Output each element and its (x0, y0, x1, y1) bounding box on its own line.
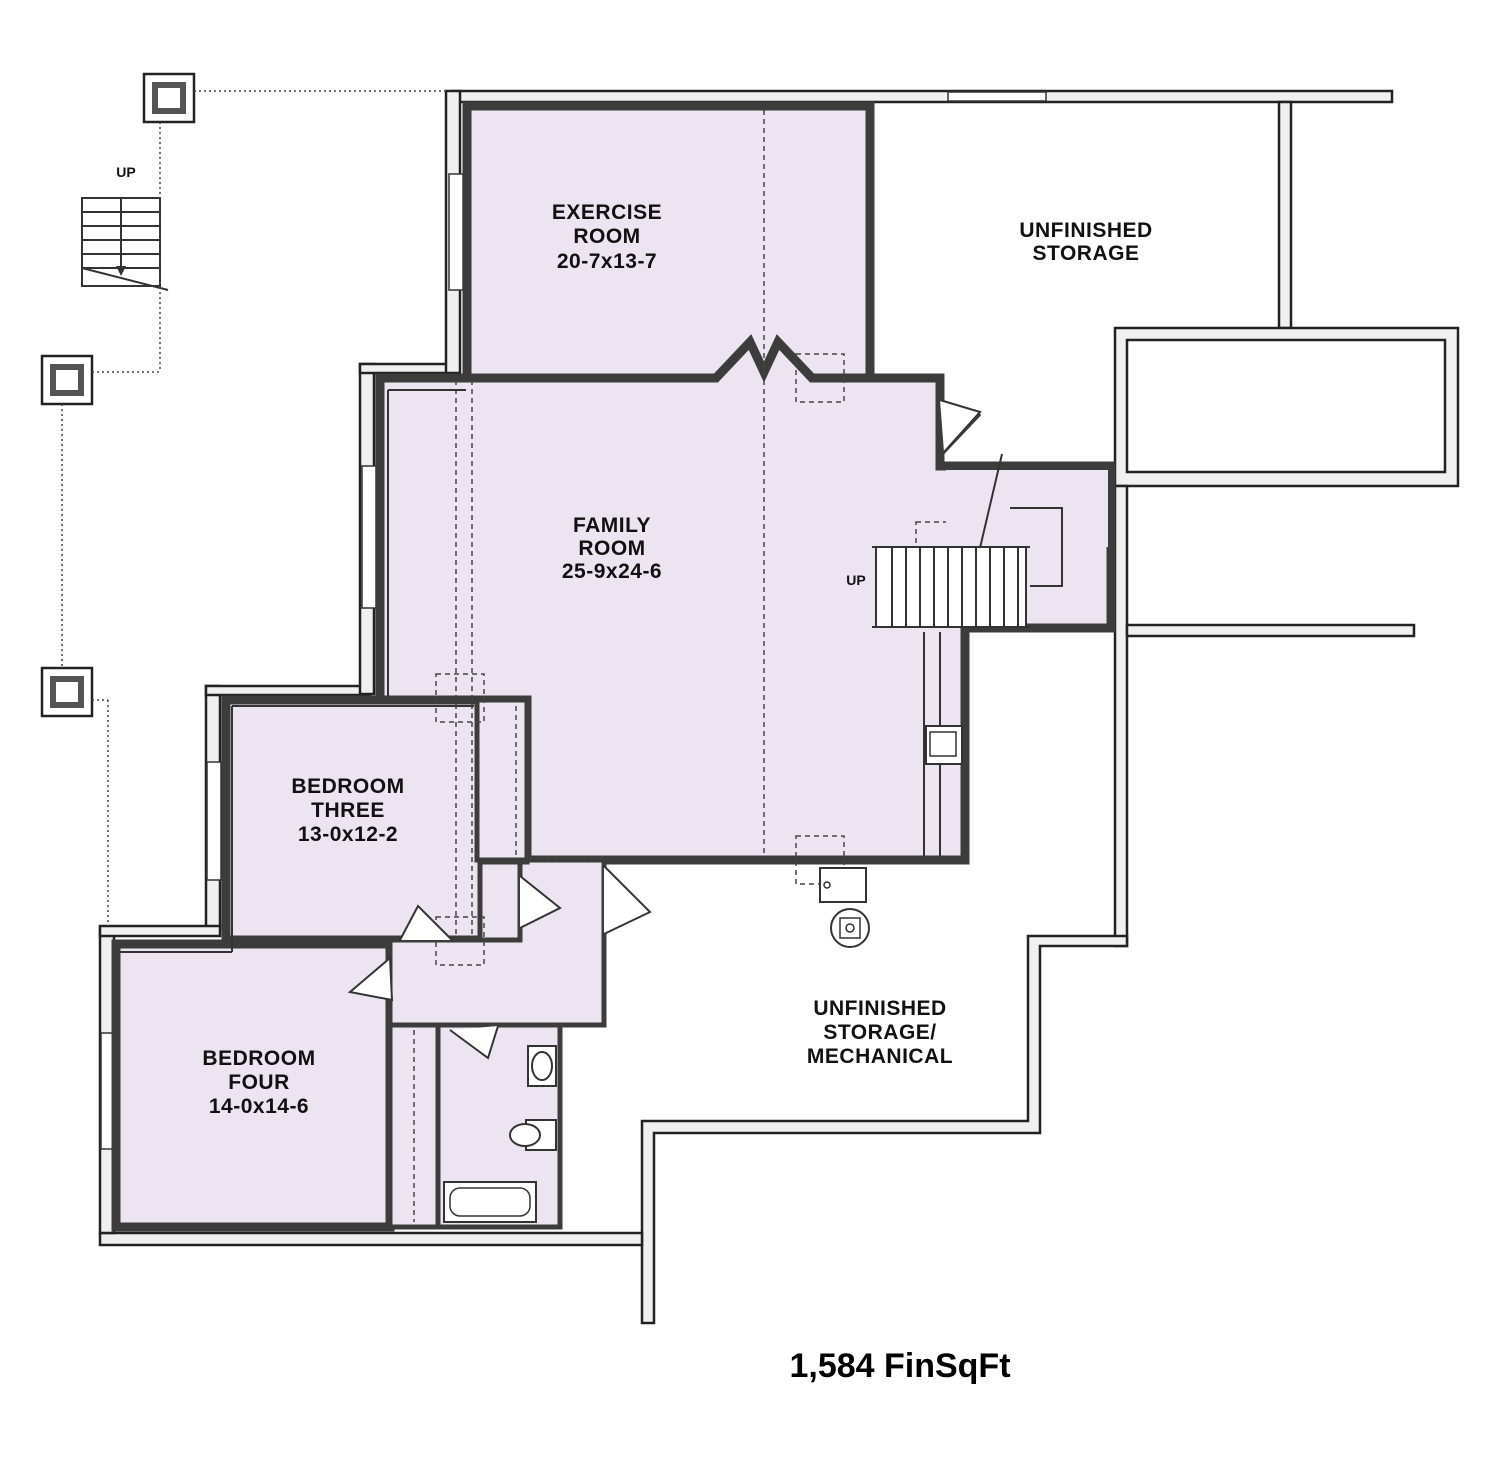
interior-details (120, 110, 965, 1222)
mechanical-equipment (819, 867, 870, 948)
family-room-label-2: ROOM (578, 537, 645, 560)
interior-stair-up-label: UP (846, 572, 865, 588)
exercise-room-dims: 20-7x13-7 (557, 250, 657, 273)
family-room-dims: 25-9x24-6 (562, 560, 662, 583)
unfinished-storage-label-2: STORAGE (1033, 242, 1140, 265)
doors (347, 399, 982, 1060)
bath-fixtures (443, 725, 963, 1223)
mechanical-label-2: STORAGE/ (823, 1021, 936, 1044)
bedroom-four-area (111, 939, 395, 1232)
bedroom-four-dims: 14-0x14-6 (209, 1095, 309, 1118)
family-room-label: FAMILY (573, 514, 651, 537)
bedroom-four-label: BEDROOM (202, 1047, 315, 1070)
bedroom-three-dims: 13-0x12-2 (298, 823, 398, 846)
bedroom-three-label-2: THREE (311, 799, 385, 822)
exercise-room-label-2: ROOM (573, 225, 640, 248)
exercise-room-label: EXERCISE (552, 201, 662, 224)
linen-closet (477, 859, 523, 943)
exercise-room-area (462, 101, 875, 383)
bedroom-four-label-2: FOUR (228, 1071, 290, 1094)
unfinished-storage-label: UNFINISHED (1019, 219, 1152, 242)
mechanical-label: UNFINISHED (813, 997, 946, 1020)
bedroom-three-label: BEDROOM (291, 775, 404, 798)
interior-stair (872, 453, 1108, 628)
exterior-stair (81, 197, 169, 291)
deck-posts (40, 72, 446, 926)
exterior-stair-up-label: UP (116, 164, 135, 180)
room-labels: UP UP EXERCISE ROOM 20-7x13-7 FAMILY ROO… (116, 164, 1152, 1385)
mechanical-label-3: MECHANICAL (807, 1045, 953, 1068)
closet-bedroom-three (474, 697, 530, 863)
finished-sqft-label: 1,584 FinSqFt (789, 1347, 1010, 1385)
